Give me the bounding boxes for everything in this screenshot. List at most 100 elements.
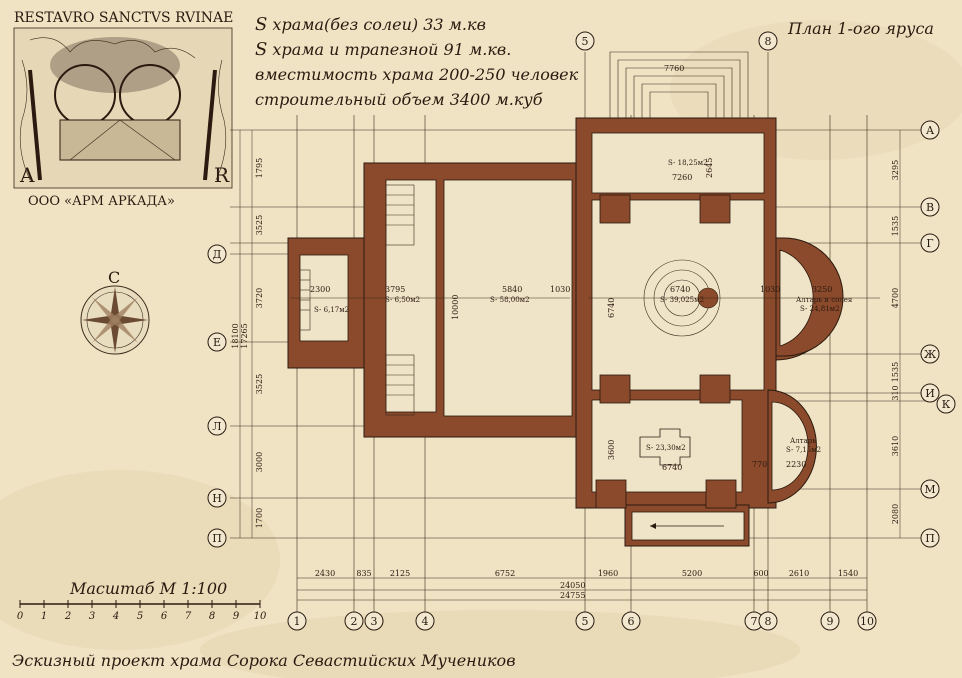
dims-total-2: 24755 xyxy=(560,591,585,600)
axis-marker-8: 8 xyxy=(758,611,778,631)
scale-tick-label: 8 xyxy=(209,611,215,622)
porch-width: 2300 xyxy=(310,285,330,294)
chapel-width: 6740 xyxy=(662,463,682,472)
axis-marker-left-Н: Н xyxy=(207,488,227,508)
info-block: S храма(без солеи) 33 м.кв S храма и тра… xyxy=(255,14,579,109)
dim-bottom: 2610 xyxy=(789,569,809,578)
chapel-height: 3600 xyxy=(607,440,616,460)
firm-logo: A R xyxy=(13,27,233,189)
svg-text:8: 8 xyxy=(765,35,772,48)
firm-name: ООО «АРМ АРКАДА» xyxy=(28,194,175,209)
svg-text:5: 5 xyxy=(582,35,589,48)
narthex-area: S- 18,25м2 xyxy=(668,159,708,167)
info-line-1: храма(без солеи) 33 м.кв xyxy=(267,15,486,34)
svg-text:М: М xyxy=(924,483,935,496)
axis-marker-10: 10 xyxy=(857,611,877,631)
axis-marker-6: 6 xyxy=(621,611,641,631)
axis-marker-left-Л: Л xyxy=(207,416,227,436)
nave-width: 6740 xyxy=(670,285,690,294)
info-line-4: строительный объем 3400 м.куб xyxy=(255,90,543,109)
axis-marker-9: 9 xyxy=(820,611,840,631)
svg-text:8: 8 xyxy=(765,615,772,628)
dim-right: 310 xyxy=(891,385,900,400)
axis-marker-1: 1 xyxy=(287,611,307,631)
dim-right: 2080 xyxy=(891,504,900,524)
svg-text:5: 5 xyxy=(582,615,589,628)
svg-text:П: П xyxy=(212,532,222,545)
firm-motto: RESTAVRO SANCTVS RVINAE xyxy=(14,10,233,26)
refectory-height: 10000 xyxy=(451,295,460,320)
svg-text:Д: Д xyxy=(213,248,222,261)
axis-marker-left-П: П xyxy=(207,528,227,548)
svg-text:1: 1 xyxy=(294,615,301,628)
svg-text:Л: Л xyxy=(212,420,221,433)
svg-text:Ж: Ж xyxy=(924,348,937,361)
dim-right: 1535 xyxy=(891,362,900,382)
scale-tick-label: 6 xyxy=(161,611,168,622)
svg-text:К: К xyxy=(942,398,951,411)
axis-marker-2: 2 xyxy=(344,611,364,631)
svg-text:А: А xyxy=(926,124,935,137)
svg-text:S храма(без солеи) 33 м.кв: S храма(без солеи) 33 м.кв xyxy=(255,14,486,35)
porch-area: S- 6,17м2 xyxy=(314,306,349,314)
axis-marker-top-5: 5 xyxy=(575,31,595,51)
wall-1: 1030 xyxy=(550,285,570,294)
svg-text:9: 9 xyxy=(827,615,834,628)
dim-right: 1535 xyxy=(891,216,900,236)
altar2-gap: 770 xyxy=(752,460,767,469)
dim-bottom: 1960 xyxy=(598,569,618,578)
dim-left: 1700 xyxy=(255,508,264,528)
altar-name: Алтарь и солея xyxy=(796,296,853,304)
dimension-lines xyxy=(239,130,901,601)
svg-text:3: 3 xyxy=(371,615,378,628)
logo-letter-r: R xyxy=(214,163,230,187)
altar2-width: 2230 xyxy=(786,460,806,469)
dim-left-outer: 18100 xyxy=(231,323,240,348)
axis-marker-left-Д: Д xyxy=(207,244,227,264)
svg-text:4: 4 xyxy=(422,615,429,628)
dim-bottom: 2125 xyxy=(390,569,410,578)
axis-marker-5: 5 xyxy=(575,611,595,631)
info-line-2: храма и трапезной 91 м.кв. xyxy=(267,40,511,59)
scale-tick-label: 1 xyxy=(41,611,47,622)
refectory-area: S- 58,00м2 xyxy=(490,296,530,304)
axis-marker-3: 3 xyxy=(364,611,384,631)
dim-left: 3000 xyxy=(255,452,264,472)
dim-left: 3525 xyxy=(255,374,264,394)
wall-2: 1030 xyxy=(760,285,780,294)
narthex-width: 7260 xyxy=(672,173,692,182)
chapel-area: S- 23,30м2 xyxy=(646,444,686,452)
altar-area: S- 24,81м2 xyxy=(800,305,840,313)
dim-bottom: 1540 xyxy=(838,569,858,578)
axis-marker-top-8: 8 xyxy=(758,31,778,51)
dim-left: 1795 xyxy=(255,158,264,178)
area-symbol: S xyxy=(255,39,267,60)
area-symbol: S xyxy=(255,14,267,35)
svg-text:Г: Г xyxy=(926,237,933,250)
axis-marker-К: К xyxy=(936,394,956,414)
scale-tick-label: 7 xyxy=(185,611,192,622)
scale-tick-label: 9 xyxy=(233,611,240,622)
compass-rose: С xyxy=(80,268,150,355)
vestibule-width: 3795 xyxy=(385,285,405,294)
svg-text:П: П xyxy=(925,532,935,545)
axis-marker-А: А xyxy=(920,120,940,140)
church-plan xyxy=(287,51,880,547)
logo-letter-a: A xyxy=(19,163,35,187)
footer-title: Эскизный проект храма Сорока Севастийски… xyxy=(12,651,516,670)
dim-bottom: 5200 xyxy=(682,569,702,578)
nave-area: S- 39,025м2 xyxy=(660,296,704,304)
dim-bottom: 835 xyxy=(356,569,371,578)
dim-bottom: 2430 xyxy=(315,569,335,578)
scale-tick-label: 5 xyxy=(137,611,143,622)
svg-text:7: 7 xyxy=(751,615,758,628)
dim-right: 3295 xyxy=(891,160,900,180)
